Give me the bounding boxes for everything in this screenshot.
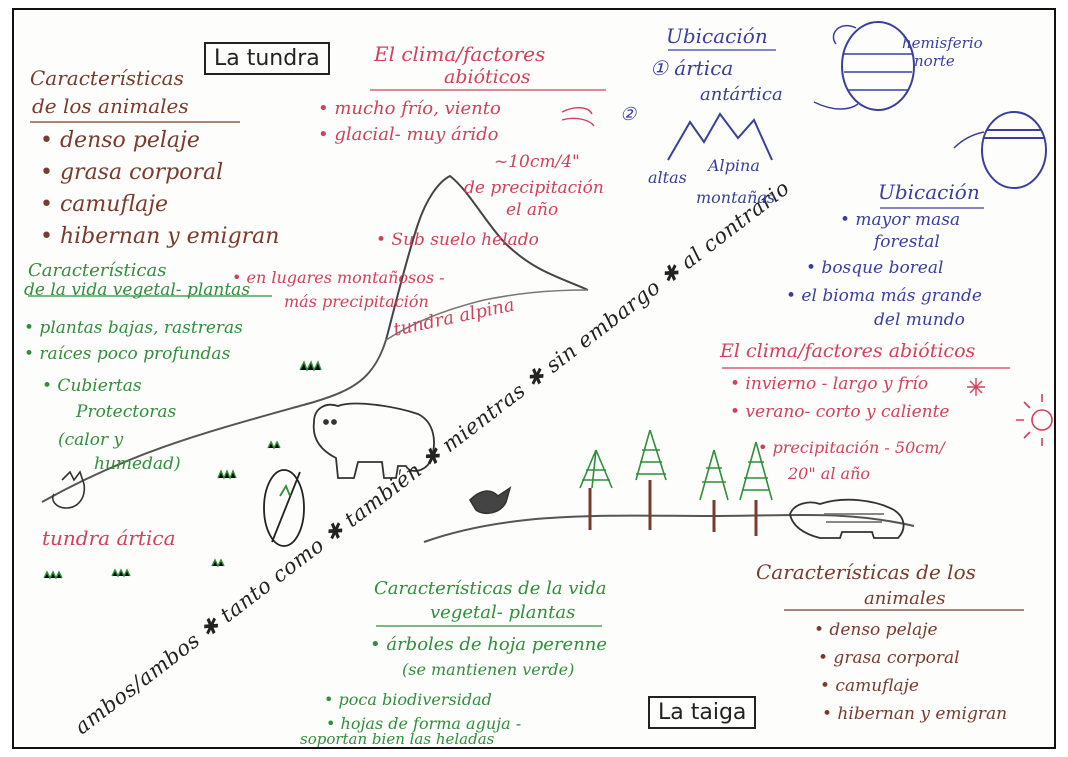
sun-icon [1016, 394, 1053, 446]
alpine-mountains-icon [667, 112, 773, 161]
taiga-animal-item: • hibernan y emigran [822, 704, 1008, 724]
taiga-ground-line [423, 513, 915, 543]
taiga-animal-item: • denso pelaje [814, 620, 938, 640]
tundra-plant-item: • Cubiertas [42, 376, 142, 396]
tundra-hemisphere-2: norte [914, 52, 955, 70]
globe-taiga-icon [981, 111, 1047, 189]
taiga-climate-item: • verano- corto y caliente [730, 402, 950, 422]
polar-bear-icon [312, 402, 435, 479]
mountain-ridge [385, 289, 589, 341]
tundra-plants-heading-2: de la vida vegetal- plantas [24, 280, 251, 300]
taiga-climate-item: • invierno - largo y frío [730, 374, 929, 394]
taiga-plant-item: • árboles de hoja perenne [370, 634, 608, 655]
taiga-climate-item: 20" al año [788, 464, 871, 483]
tundra-climate-item: • mucho frío, viento [318, 98, 501, 119]
taiga-location-item: • el bioma más grande [786, 286, 982, 306]
tundra-plant-item: • plantas bajas, rastreras [24, 318, 243, 338]
taiga-plant-item: • poca biodiversidad [324, 690, 492, 709]
snowflake-icon [967, 378, 985, 396]
taiga-plants-heading-2: vegetal- plantas [430, 602, 576, 623]
drawings-layer [28, 21, 1053, 627]
bird-icon [468, 486, 512, 515]
tundra-high-mountains-1: altas [648, 168, 687, 187]
taiga-plants-heading-1: Características de la vida [374, 578, 607, 599]
tundra-plant-item: • raíces poco profundas [24, 344, 231, 364]
tundra-mountain-note-1: • en lugares montañosos - [232, 268, 445, 287]
tundra-title: La tundra [204, 42, 330, 75]
tundra-climate-item: • glacial- muy árido [318, 124, 499, 145]
tundra-plant-item: (calor y [58, 430, 124, 450]
taiga-plant-item: soportan bien las heladas [300, 730, 495, 748]
tundra-alpine-word: Alpina [708, 156, 760, 175]
taiga-location-item: del mundo [874, 310, 965, 330]
taiga-location-heading: Ubicación [878, 180, 980, 204]
taiga-location-item: • mayor masa [840, 210, 961, 230]
taiga-bear-icon [789, 498, 905, 539]
tundra-precip-2: de precipitación [464, 178, 604, 198]
taiga-animals-heading-1: Características de los [756, 560, 976, 584]
tundra-location-3: ② [620, 104, 637, 125]
tundra-animal-item: • grasa corporal [40, 160, 224, 185]
taiga-climate-heading: El clima/factores abióticos [720, 340, 976, 362]
tundra-animal-item: • camuflaje [40, 192, 169, 217]
tundra-subsoil: • Sub suelo helado [376, 230, 539, 250]
taiga-animal-item: • camuflaje [820, 676, 919, 696]
taiga-title: La taiga [648, 696, 757, 729]
taiga-location-item: • bosque boreal [806, 258, 944, 278]
tundra-precip-3: el año [506, 200, 559, 220]
tundra-animals-heading-2: de los animales [32, 94, 189, 118]
concept-map-sheet: ambos/ambos ✱ tanto como ✱ también ✱ mie… [12, 8, 1056, 749]
tundra-plants-heading-1: Características [28, 260, 167, 281]
spruce-trees-icon [579, 429, 773, 536]
tundra-hemisphere-1: hemisferio [902, 34, 983, 52]
tundra-animals-heading-1: Características [30, 66, 184, 90]
taiga-location-item: forestal [874, 232, 940, 252]
tundra-climate-heading-1: El clima/factores [374, 42, 546, 66]
globe-north-icon [841, 21, 915, 111]
tundra-mountain-note-2: más precipitación [284, 292, 429, 311]
tundra-animal-item: • denso pelaje [40, 128, 200, 153]
taiga-animal-item: • grasa corporal [818, 648, 960, 668]
taiga-plant-item: (se mantienen verde) [402, 660, 575, 679]
tundra-arctic-label: tundra ártica [42, 526, 176, 550]
taiga-plant-item: • hojas de forma aguja - [326, 714, 522, 733]
mountain-sketch [385, 174, 589, 341]
tundra-animal-item: • hibernan y emigran [40, 224, 280, 249]
grass-icons [43, 360, 322, 580]
tundra-precip-1: ~10cm/4" [494, 152, 580, 172]
tundra-location-2: antártica [700, 84, 783, 105]
wind-icon [561, 107, 595, 127]
tundra-plant-item: humedad) [94, 454, 181, 474]
no-trees-icon [263, 469, 305, 547]
tundra-location-heading: Ubicación [666, 24, 768, 48]
tundra-ground-line [41, 339, 387, 503]
tundra-plant-item: Protectoras [76, 402, 177, 422]
tundra-location-1: ① ártica [650, 56, 734, 80]
tundra-high-mountains-2: montañas [696, 188, 776, 207]
taiga-animals-heading-2: animales [864, 588, 946, 609]
arctic-fox-icon [51, 470, 86, 509]
tundra-climate-heading-2: abióticos [444, 66, 531, 88]
taiga-climate-item: • precipitación - 50cm/ [758, 438, 945, 457]
